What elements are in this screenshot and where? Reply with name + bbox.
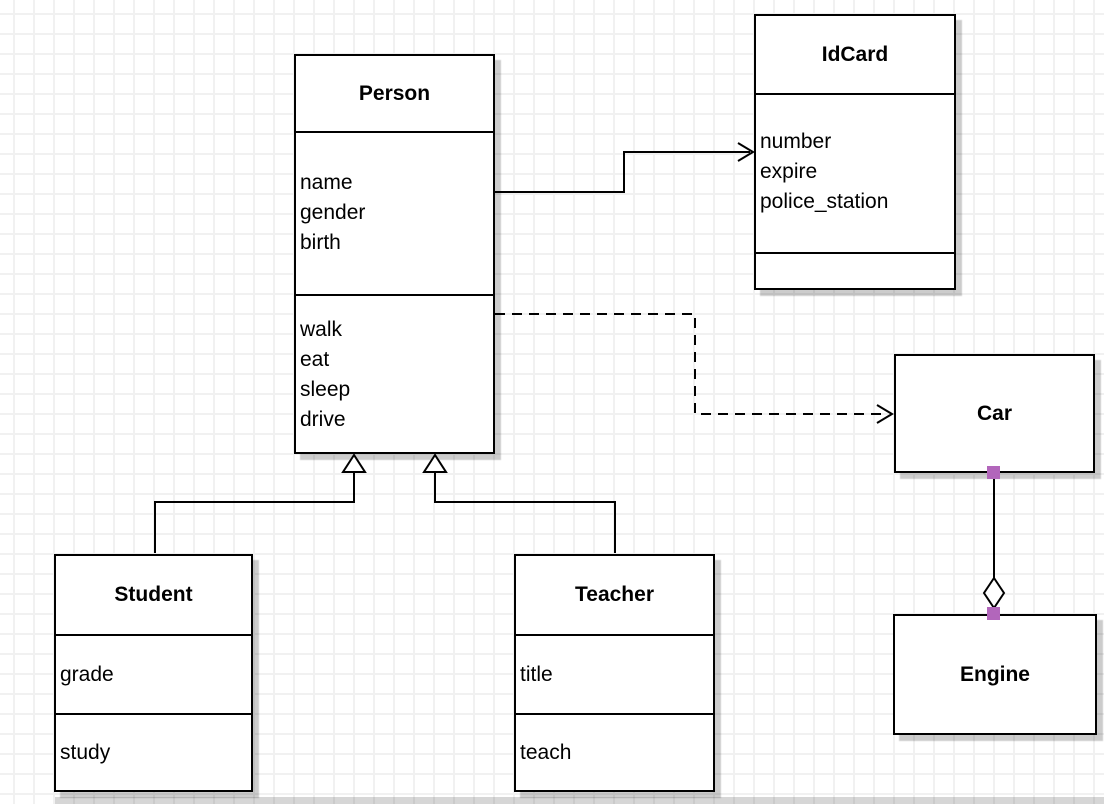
class-title-person: Person — [296, 56, 493, 133]
attribute: number — [760, 130, 832, 153]
edge-dependency-person-car[interactable] — [495, 313, 894, 424]
attribute: name — [300, 171, 353, 194]
class-methods-teacher: teach — [516, 715, 713, 790]
class-attributes-idcard: number expire police_station — [756, 95, 954, 254]
class-box-idcard[interactable]: IdCard number expire police_station — [754, 14, 956, 290]
edge-generalization-student-person[interactable] — [154, 453, 367, 553]
class-title-teacher: Teacher — [516, 556, 713, 636]
class-attributes-person: name gender birth — [296, 133, 493, 296]
attribute: police_station — [760, 190, 889, 213]
attribute: grade — [60, 662, 114, 686]
class-title-student: Student — [56, 556, 251, 636]
class-title-idcard: IdCard — [756, 16, 954, 95]
attribute: birth — [300, 231, 341, 254]
edge-generalization-teacher-person[interactable] — [422, 453, 616, 553]
method: teach — [520, 740, 572, 764]
method: drive — [300, 408, 346, 431]
class-title-car: Car — [976, 401, 1013, 425]
page-edge-shadow — [55, 797, 1104, 804]
method: sleep — [300, 378, 351, 401]
attribute: gender — [300, 201, 366, 224]
method: walk — [300, 318, 343, 341]
attribute: title — [520, 662, 553, 686]
class-attributes-student: grade — [56, 636, 251, 715]
method: eat — [300, 348, 330, 371]
class-methods-student: study — [56, 715, 251, 790]
hollow-triangle-icon — [341, 453, 367, 473]
class-box-car[interactable]: Car — [894, 354, 1095, 473]
hollow-triangle-icon — [422, 453, 448, 473]
open-arrowhead-icon — [876, 404, 894, 424]
class-methods-idcard — [756, 254, 954, 288]
class-methods-person: walk eat sleep drive — [296, 296, 493, 452]
class-box-teacher[interactable]: Teacher title teach — [514, 554, 715, 792]
edge-aggregation-car-engine[interactable] — [982, 466, 1006, 620]
method: study — [60, 740, 111, 764]
class-attributes-teacher: title — [516, 636, 713, 715]
class-box-engine[interactable]: Engine — [893, 614, 1097, 735]
class-title-engine: Engine — [959, 662, 1030, 686]
edge-association-person-idcard[interactable] — [495, 142, 755, 193]
hollow-diamond-icon — [982, 576, 1006, 610]
open-arrowhead-icon — [737, 142, 755, 162]
class-box-person[interactable]: Person name gender birth walk eat sleep … — [294, 54, 495, 454]
class-box-student[interactable]: Student grade study — [54, 554, 253, 792]
attribute: expire — [760, 160, 818, 183]
